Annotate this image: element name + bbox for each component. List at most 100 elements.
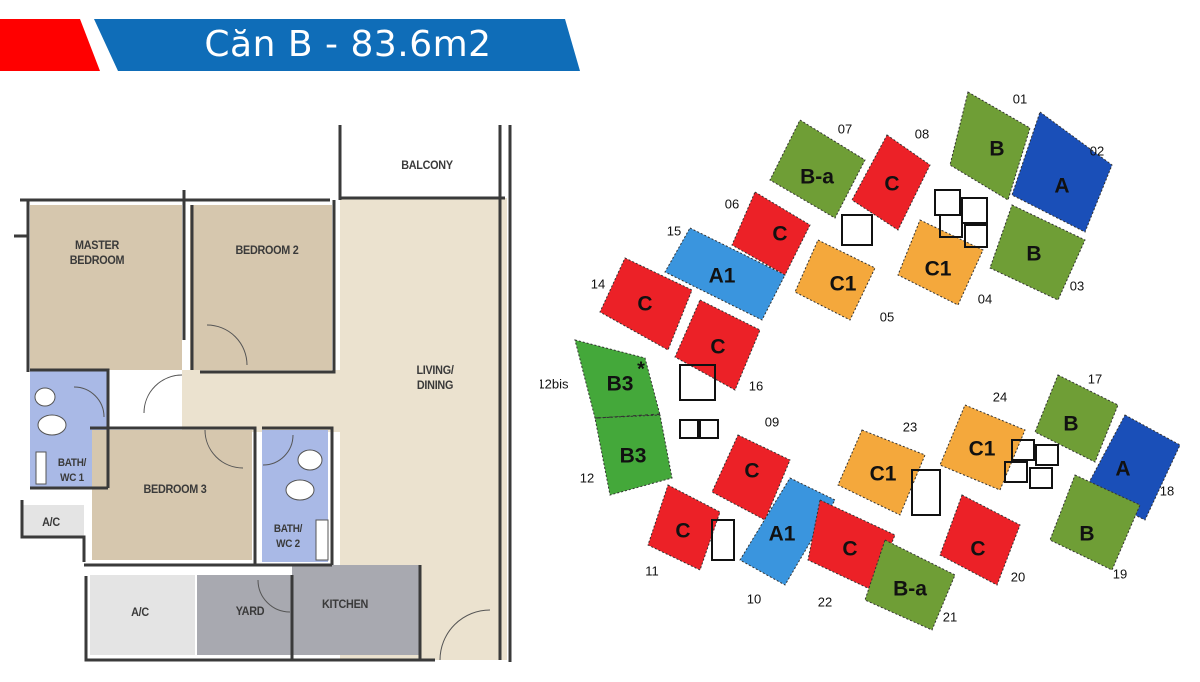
label-unit-02: A	[1054, 175, 1069, 198]
room-label-living-dining: LIVING/DINING	[399, 363, 471, 393]
banner-shapes	[0, 19, 580, 71]
unit-20-C[interactable]	[939, 494, 1021, 586]
unit-number-18: 18	[1160, 483, 1174, 498]
building-site-plan: B-a C B A B C C1 C1 A1 C C B3 * B3 C C A…	[537, 80, 1200, 677]
label-unit-24: C1	[969, 438, 996, 461]
unit-23-C1[interactable]	[837, 429, 926, 516]
site-plan-drawing: B-a C B A B C C1 C1 A1 C C B3 * B3 C C A…	[537, 91, 1181, 631]
label-unit-14: C	[637, 293, 652, 316]
label-unit-20: C	[970, 538, 985, 561]
unit-21-B-a[interactable]	[864, 539, 956, 631]
unit-number-20: 20	[1011, 569, 1025, 584]
label-unit-05: C1	[830, 273, 857, 296]
unit-22-C[interactable]	[807, 499, 896, 591]
unit-number-06: 06	[725, 196, 739, 211]
ac-1-area	[22, 505, 84, 537]
unit-number-04: 04	[978, 291, 992, 306]
balcony-area	[340, 128, 507, 198]
label-unit-21: B-a	[893, 578, 927, 601]
bedroom-3-area	[92, 430, 252, 560]
unit-number-12bis: 12bis	[540, 376, 569, 391]
b3-divider	[596, 413, 661, 419]
unit-24-C1[interactable]	[939, 404, 1026, 491]
label-unit-01: B	[989, 138, 1004, 161]
floor-plan-drawing	[14, 125, 512, 662]
unit-10-A1[interactable]	[739, 477, 836, 586]
label-unit-12: B3	[620, 445, 647, 468]
unit-15-A1[interactable]	[664, 227, 786, 321]
unit-11-C[interactable]	[647, 484, 721, 571]
label-unit-03: B	[1026, 243, 1041, 266]
unit-07-B-a[interactable]	[769, 119, 866, 219]
label-unit-22: C	[842, 538, 857, 561]
unit-number-15: 15	[667, 223, 681, 238]
unit-08-C[interactable]	[851, 134, 931, 231]
unit-number-12: 12	[580, 470, 594, 485]
unit-number-14: 14	[591, 276, 605, 291]
label-unit-19: B	[1079, 523, 1094, 546]
unit-17-B[interactable]	[1034, 374, 1119, 463]
master-bedroom-area	[30, 205, 182, 370]
bath-wc-1-line2: WC 1	[60, 472, 84, 484]
unit-14-C[interactable]	[599, 257, 693, 351]
room-label-balcony: BALCONY	[401, 158, 453, 172]
label-unit-16: C	[710, 336, 725, 359]
unit-number-02: 02	[1090, 143, 1104, 158]
unit-number-19: 19	[1113, 566, 1127, 581]
unit-04-C1[interactable]	[897, 219, 984, 306]
header-banner: Căn B - 83.6m2	[0, 0, 600, 90]
unit-12-B3[interactable]	[594, 414, 673, 496]
unit-number-09: 09	[765, 414, 779, 429]
label-unit-09: C	[744, 460, 759, 483]
kitchen-area	[292, 565, 420, 655]
unit-09-C[interactable]	[711, 434, 791, 521]
label-unit-07: B-a	[800, 166, 834, 189]
bath-wc-2-line1: BATH/	[273, 523, 303, 535]
label-unit-17: B	[1063, 413, 1078, 436]
unit-number-16: 16	[749, 378, 763, 393]
label-unit-18: A	[1115, 458, 1130, 481]
room-label-kitchen: KITCHEN	[321, 597, 369, 611]
room-label-bath-wc-2: BATH/WC 2	[261, 522, 315, 552]
label-unit-04: C1	[925, 258, 952, 281]
unit-number-17: 17	[1088, 371, 1102, 386]
label-unit-08: C	[884, 173, 899, 196]
blue-banner	[94, 19, 580, 71]
room-label-bath-wc-1: BATH/WC 1	[45, 456, 99, 486]
unit-number-24: 24	[993, 389, 1007, 404]
unit-03-B[interactable]	[989, 204, 1086, 301]
unit-05-C1[interactable]	[794, 239, 876, 321]
label-unit-11: C	[675, 520, 690, 543]
label-unit-12bis: B3	[607, 373, 634, 396]
bedroom-2-area	[190, 205, 332, 370]
page-title: Căn B - 83.6m2	[204, 24, 492, 65]
hallway-area	[182, 370, 340, 432]
yard-area	[197, 575, 292, 655]
master-bedroom-line2: BEDROOM	[69, 253, 125, 267]
unit-number-22: 22	[818, 594, 832, 609]
room-label-ac-1: A/C	[42, 515, 60, 529]
asterisk-note: *	[637, 358, 645, 380]
unit-02-A[interactable]	[1011, 111, 1113, 233]
unit-number-11: 11	[645, 563, 659, 578]
unit-01-B[interactable]	[949, 91, 1031, 201]
unit-number-05: 05	[880, 309, 894, 324]
toilet-fixtures	[34, 387, 329, 561]
room-label-ac-2: A/C	[131, 605, 149, 619]
living-dining-line1: LIVING/	[416, 363, 454, 377]
unit-number-03: 03	[1070, 278, 1084, 293]
living-dining-line2: DINING	[416, 378, 454, 392]
room-label-bedroom-2: BEDROOM 2	[235, 243, 299, 257]
unit-number-07: 07	[838, 121, 852, 136]
label-unit-23: C1	[870, 463, 897, 486]
ac-2-area	[90, 575, 195, 655]
unit-number-23: 23	[903, 419, 917, 434]
unit-12bis-B3[interactable]	[574, 339, 661, 419]
label-unit-15: A1	[709, 265, 736, 288]
unit-16-C[interactable]	[674, 299, 761, 391]
walls	[14, 125, 512, 662]
unit-19-B[interactable]	[1049, 474, 1141, 571]
bath-wc-2-line2: WC 2	[276, 538, 300, 550]
